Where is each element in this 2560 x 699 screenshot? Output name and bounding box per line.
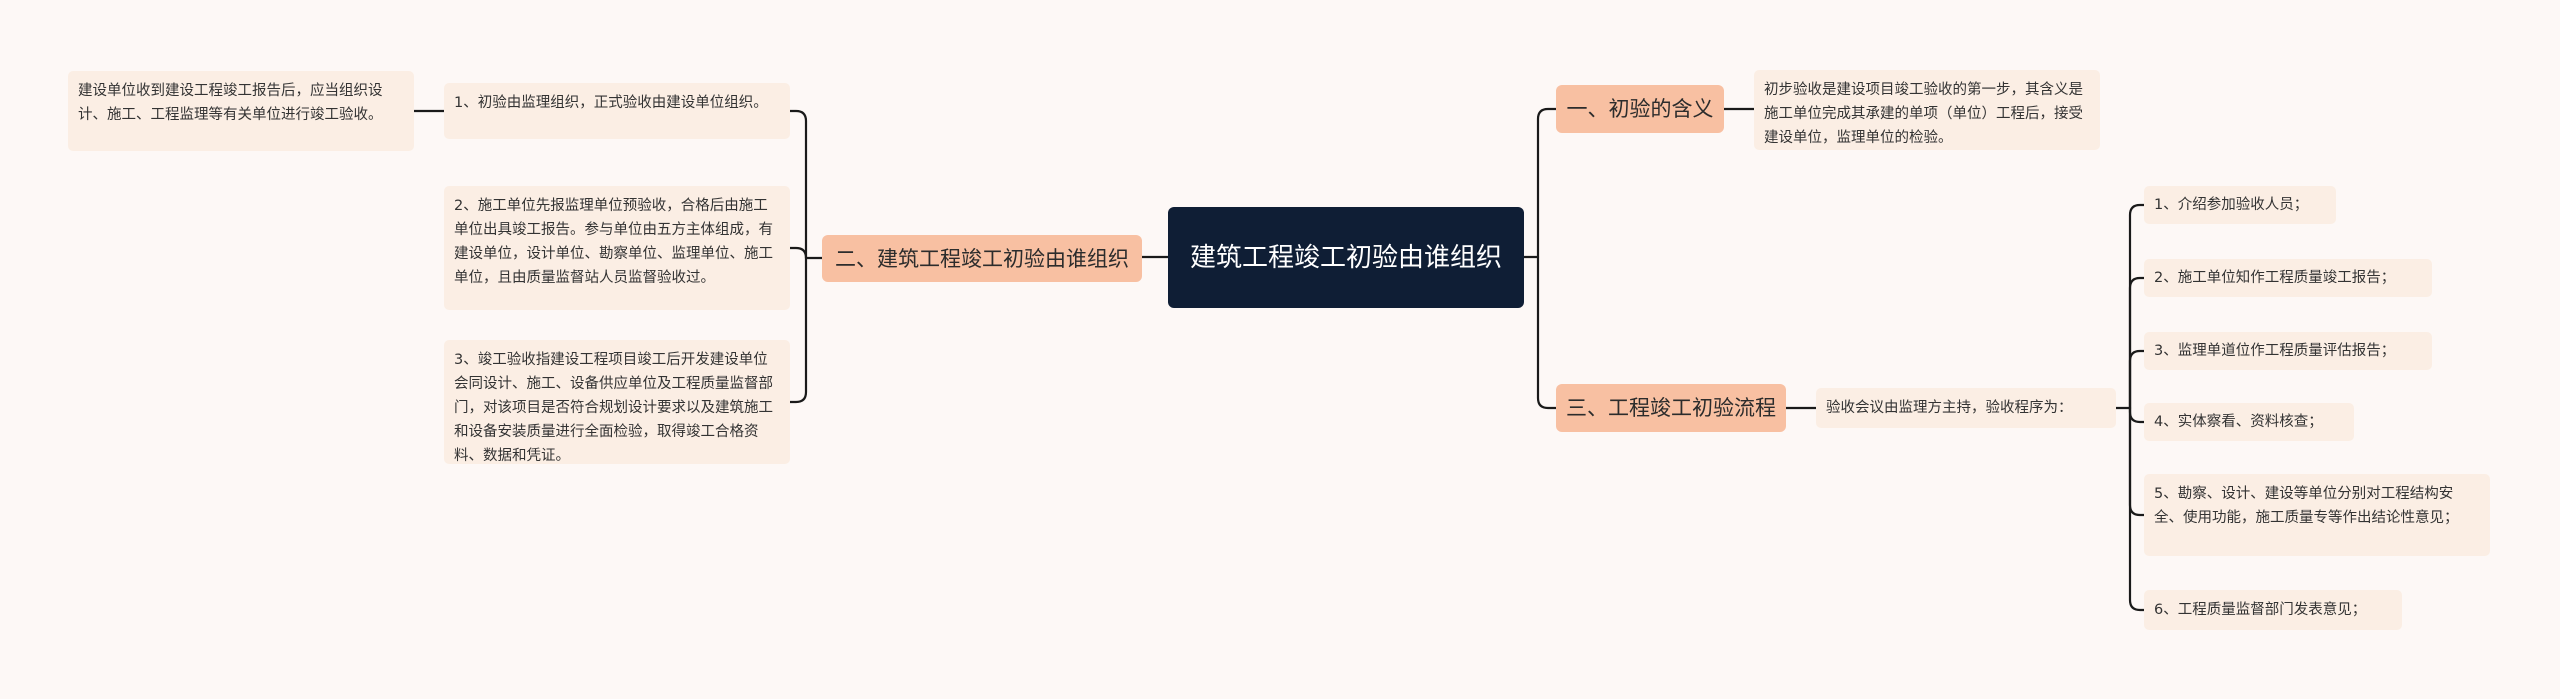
leaf-step-6-text: 6、工程质量监督部门发表意见； bbox=[2154, 602, 2367, 618]
leaf-step-6[interactable]: 6、工程质量监督部门发表意见； bbox=[2144, 590, 2402, 630]
leaf-meaning-text: 初步验收是建设项目竣工验收的第一步，其含义是施工单位完成其承建的单项（单位）工程… bbox=[1764, 82, 2083, 146]
leaf-meaning[interactable]: 初步验收是建设项目竣工验收的第一步，其含义是施工单位完成其承建的单项（单位）工程… bbox=[1754, 70, 2100, 150]
leaf-org-2-text: 2、施工单位先报监理单位预验收，合格后由施工单位出具竣工报告。参与单位由五方主体… bbox=[454, 198, 773, 286]
org-2 bbox=[788, 256, 808, 404]
leaf-flow-intro[interactable]: 验收会议由监理方主持，验收程序为： bbox=[1816, 388, 2116, 428]
leaf-step-4-text: 4、实体察看、资料核查； bbox=[2154, 414, 2323, 430]
leaf-step-2-text: 2、施工单位知作工程质量竣工报告； bbox=[2154, 270, 2396, 286]
root-right-0 bbox=[1536, 107, 1558, 259]
branch-process-label: 三、工程竣工初验流程 bbox=[1566, 396, 1776, 420]
leaf-org-2[interactable]: 2、施工单位先报监理单位预验收，合格后由施工单位出具竣工报告。参与单位由五方主体… bbox=[444, 186, 790, 310]
branch-organizer[interactable]: 二、建筑工程竣工初验由谁组织 bbox=[822, 235, 1142, 282]
root-title: 建筑工程竣工初验由谁组织 bbox=[1189, 242, 1502, 273]
root-node[interactable]: 建筑工程竣工初验由谁组织 bbox=[1168, 207, 1524, 308]
leaf-org-1-text: 1、初验由监理组织，正式验收由建设单位组织。 bbox=[454, 95, 768, 111]
leaf-step-5[interactable]: 5、勘察、设计、建设等单位分别对工程结构安全、使用功能，施工质量专等作出结论性意… bbox=[2144, 474, 2490, 556]
leaf-org-1-sub-text: 建设单位收到建设工程竣工报告后，应当组织设计、施工、工程监理等有关单位进行竣工验… bbox=[78, 83, 383, 123]
leaf-org-1-sub[interactable]: 建设单位收到建设工程竣工报告后，应当组织设计、施工、工程监理等有关单位进行竣工验… bbox=[68, 71, 414, 151]
branch-organizer-label: 二、建筑工程竣工初验由谁组织 bbox=[835, 246, 1129, 271]
leaf-step-1-text: 1、介绍参加验收人员； bbox=[2154, 197, 2309, 213]
leaf-org-3[interactable]: 3、竣工验收指建设工程项目竣工后开发建设单位会同设计、施工、设备供应单位及工程质… bbox=[444, 340, 790, 464]
leaf-step-5-text: 5、勘察、设计、建设等单位分别对工程结构安全、使用功能，施工质量专等作出结论性意… bbox=[2154, 486, 2459, 526]
root-right-1 bbox=[1536, 255, 1558, 410]
steps-2 bbox=[2128, 349, 2146, 410]
org-0 bbox=[788, 109, 808, 260]
branch-meaning-label: 一、初验的含义 bbox=[1566, 97, 1714, 121]
steps-4 bbox=[2128, 406, 2146, 517]
leaf-org-1[interactable]: 1、初验由监理组织，正式验收由建设单位组织。 bbox=[444, 83, 790, 139]
steps-3 bbox=[2128, 406, 2146, 424]
org-1 bbox=[788, 246, 808, 260]
leaf-step-2[interactable]: 2、施工单位知作工程质量竣工报告； bbox=[2144, 259, 2432, 297]
leaf-step-4[interactable]: 4、实体察看、资料核查； bbox=[2144, 403, 2354, 441]
leaf-flow-intro-text: 验收会议由监理方主持，验收程序为： bbox=[1826, 400, 2073, 416]
leaf-step-3[interactable]: 3、监理单道位作工程质量评估报告； bbox=[2144, 332, 2432, 370]
branch-process[interactable]: 三、工程竣工初验流程 bbox=[1556, 384, 1786, 432]
steps-0 bbox=[2128, 203, 2146, 410]
leaf-step-3-text: 3、监理单道位作工程质量评估报告； bbox=[2154, 343, 2396, 359]
leaf-org-3-text: 3、竣工验收指建设工程项目竣工后开发建设单位会同设计、施工、设备供应单位及工程质… bbox=[454, 352, 773, 464]
steps-1 bbox=[2128, 276, 2146, 410]
branch-meaning[interactable]: 一、初验的含义 bbox=[1556, 85, 1724, 133]
leaf-step-1[interactable]: 1、介绍参加验收人员； bbox=[2144, 186, 2336, 224]
steps-5 bbox=[2128, 406, 2146, 612]
